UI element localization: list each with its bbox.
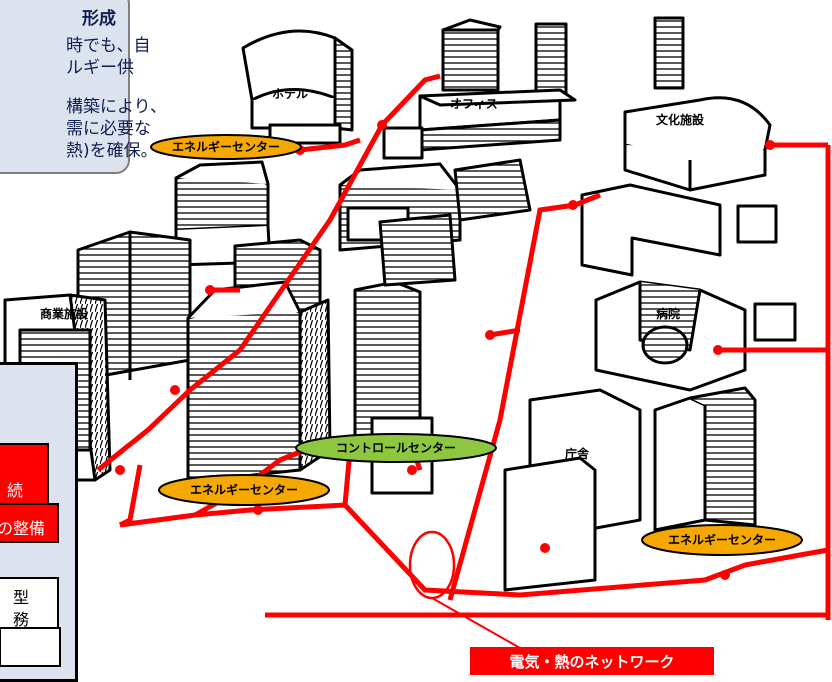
label-hotel: ホテル [272, 87, 308, 101]
control-center-label: コントロールセンター [336, 441, 456, 455]
network-label-leader-line [431, 597, 521, 649]
office-building [418, 18, 577, 152]
culture-building [623, 96, 772, 192]
callout-line-1: 時でも、自 [66, 36, 151, 56]
network-label: 電気・熱のネットワーク [470, 647, 714, 675]
network-nodes [115, 120, 775, 580]
callout-line-3: 構築により、 [66, 97, 167, 117]
tower-right-bottom [653, 386, 757, 532]
legend-box-3-text: 型 [13, 588, 30, 607]
callout-line-2: ルギー供 [66, 58, 134, 78]
callout-line-5: 熱)を確保。 [66, 141, 158, 161]
label-commercial: 商業施設 [40, 306, 89, 321]
label-government: 庁舎 [564, 446, 590, 461]
energy-center-bottom-left: エネルギーセンター [158, 474, 330, 506]
energy-center-bottom-right: エネルギーセンター [641, 524, 803, 556]
tower-right-center [353, 213, 457, 447]
midrise-center [338, 158, 532, 252]
callout-line-4: 需に必要な [66, 119, 151, 139]
label-culture: 文化施設 [656, 112, 705, 127]
legend-box-2-text: の整備 [0, 519, 46, 538]
legend-box-2: の整備 [0, 503, 59, 543]
legend-box-1-text: 続 [7, 481, 24, 500]
energy-center-top: エネルギーセンター [150, 134, 302, 160]
energy-center-bottom-left-label: エネルギーセンター [190, 482, 298, 497]
legend-box-1: 続 [0, 443, 49, 505]
label-hospital: 病院 [656, 306, 680, 321]
explanation-callout: 形成 時でも、自 ルギー供 構築により、 需に必要な 熱)を確保。 [0, 0, 167, 174]
tower-center [186, 280, 332, 484]
control-center: コントロールセンター [295, 433, 497, 463]
label-office: オフィス [450, 97, 498, 111]
legend-panel: 続 の整備 型 務 [0, 362, 78, 682]
hospital-building [594, 280, 797, 392]
building-block-right [580, 183, 778, 277]
small-block [382, 126, 424, 160]
energy-center-top-label: エネルギーセンター [172, 139, 280, 154]
tower-building [653, 16, 685, 90]
legend-box-5 [0, 627, 61, 667]
hotel-building [241, 29, 354, 145]
legend-box-4-text: 務 [13, 610, 30, 629]
energy-center-bottom-right-label: エネルギーセンター [668, 532, 776, 547]
callout-title: 形成 [82, 9, 116, 29]
government-building [503, 388, 642, 592]
